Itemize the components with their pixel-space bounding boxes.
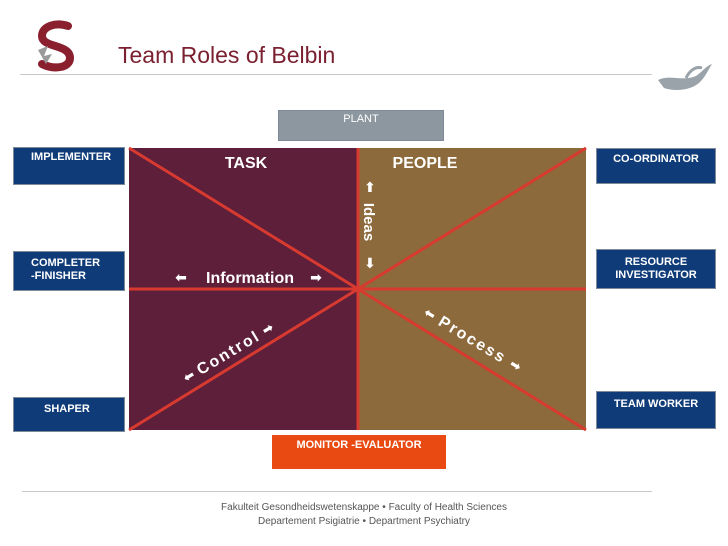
role-shaper: SHAPER: [13, 397, 125, 432]
footer-department-english: Department Psychiatry: [368, 516, 470, 527]
footer-separator: •: [382, 502, 386, 513]
arrow-down-icon: ⬇: [364, 256, 376, 272]
footer-separator: •: [362, 516, 367, 527]
task-label: TASK: [225, 155, 268, 172]
role-investigator-label: INVESTIGATOR: [615, 269, 697, 281]
diagonal-line-bottom-right: [357, 287, 587, 432]
footer-department-afrikaans: Departement Psigiatrie: [258, 516, 360, 527]
diagonal-line-top-right: [357, 146, 587, 291]
role-finisher-label: -FINISHER: [31, 270, 86, 282]
header-divider: [20, 74, 652, 75]
role-monitor-evaluator-label: MONITOR -EVALUATOR: [296, 439, 422, 451]
role-plant-label: PLANT: [343, 113, 379, 125]
university-logo: [34, 20, 80, 72]
role-implementer: IMPLEMENTER: [13, 147, 125, 185]
people-label: PEOPLE: [393, 155, 458, 172]
role-team-worker-label: TEAM WORKER: [613, 398, 699, 410]
role-plant: PLANT: [278, 110, 444, 141]
role-resource-investigator: RESOURCE INVESTIGATOR: [596, 249, 716, 289]
footer: Fakulteit Gesondheidswetenskappe • Facul…: [180, 501, 548, 529]
role-implementer-label: IMPLEMENTER: [31, 151, 112, 163]
page-title: Team Roles of Belbin: [118, 42, 336, 68]
role-completer-label: COMPLETER: [31, 257, 101, 269]
role-monitor-evaluator: MONITOR -EVALUATOR: [272, 435, 446, 469]
role-coordinator: CO-ORDINATOR: [596, 148, 716, 184]
footer-faculty-english: Faculty of Health Sciences: [388, 502, 507, 513]
footer-faculty-afrikaans: Fakulteit Gesondheidswetenskappe: [221, 502, 380, 513]
footer-divider: [22, 491, 652, 492]
role-completer-finisher: COMPLETER -FINISHER: [13, 251, 125, 291]
role-shaper-label: SHAPER: [44, 403, 90, 415]
diagonal-line-top-left: [128, 146, 359, 291]
role-resource-label: RESOURCE: [624, 256, 688, 268]
ideas-label: Ideas: [360, 203, 377, 241]
information-label: Information: [206, 270, 294, 287]
bird-icon: [658, 64, 712, 90]
role-team-worker: TEAM WORKER: [596, 391, 716, 429]
footer-line-2: Departement Psigiatrie • Department Psyc…: [180, 515, 548, 529]
arrow-up-icon: ⬆: [364, 180, 376, 196]
arrow-left-icon: ⬅: [175, 270, 187, 286]
arrow-right-icon: ➡: [310, 270, 322, 286]
role-coordinator-label: CO-ORDINATOR: [613, 153, 699, 165]
diagonal-line-bottom-left: [128, 287, 359, 432]
footer-line-1: Fakulteit Gesondheidswetenskappe • Facul…: [180, 501, 548, 515]
